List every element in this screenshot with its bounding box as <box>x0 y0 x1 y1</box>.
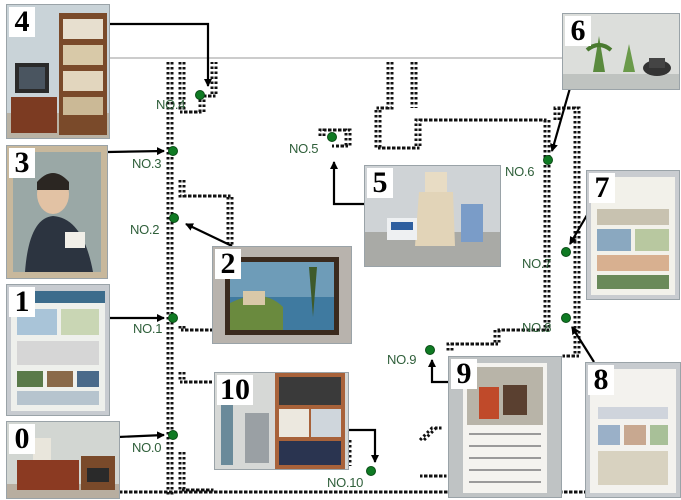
wall-segment <box>178 372 216 384</box>
photo-3-poster: 3 <box>6 145 108 279</box>
waypoint-1 <box>168 313 178 323</box>
wall-dots-inner <box>182 326 216 332</box>
arrow-photo-3 <box>107 147 165 156</box>
wall-dots-outer <box>178 62 214 114</box>
photo-number: 2 <box>215 249 241 279</box>
waypoint-label-2: NO.2 <box>130 222 160 237</box>
arrow-photo-4 <box>108 22 212 87</box>
arrow-photo-2 <box>185 223 233 247</box>
wall-dots-inner <box>378 62 551 352</box>
wall-segment <box>410 62 418 108</box>
info-poster-illustration <box>7 285 109 415</box>
wall-segment <box>178 180 234 248</box>
photo-0-counter: 0 <box>6 421 120 499</box>
photo-5-desk-items: 5 <box>364 165 501 267</box>
wall-segment <box>178 452 216 492</box>
photo-number: 1 <box>9 287 35 317</box>
wall-dots-outer <box>418 426 440 442</box>
waypoint-3 <box>168 146 178 156</box>
waypoint-label-1: NO.1 <box>133 321 163 336</box>
arrow-photo-8 <box>571 326 595 363</box>
waypoint-9 <box>425 345 435 355</box>
photo-6-plants: 6 <box>562 13 680 90</box>
wall-segment <box>374 62 551 352</box>
wall-dots-inner <box>557 106 581 358</box>
calendar-illustration <box>449 357 561 497</box>
waypoint-5 <box>327 132 337 142</box>
wall-dots-outer <box>178 180 230 248</box>
photo-number: 4 <box>9 7 35 37</box>
photo-number: 10 <box>217 375 253 405</box>
arrow-photo-6 <box>550 87 572 152</box>
waypoint-0 <box>168 430 178 440</box>
wall-segment <box>418 426 444 442</box>
waypoint-2 <box>169 213 179 223</box>
wall-dots-inner <box>182 452 216 492</box>
waypoint-4 <box>195 90 205 100</box>
photo-8-info-poster: 8 <box>585 362 681 498</box>
wall-dots-inner <box>182 62 218 114</box>
wall-dots-inner <box>422 426 444 442</box>
waypoint-label-9: NO.9 <box>387 352 417 367</box>
wall-segment <box>166 62 174 496</box>
photo-number: 0 <box>9 424 35 454</box>
waypoint-label-8: NO.8 <box>522 320 552 335</box>
wall-segment <box>178 326 216 332</box>
storage-shelf-illustration <box>215 373 348 469</box>
photo-1-info-poster: 1 <box>6 284 110 416</box>
photo-number: 7 <box>589 173 615 203</box>
tv-bookshelf-illustration <box>7 5 109 138</box>
plants-illustration <box>563 14 679 89</box>
photo-9-calendar: 9 <box>448 356 562 498</box>
wall-segment <box>553 106 581 358</box>
photo-number: 8 <box>588 365 614 395</box>
info-poster-illustration <box>587 171 679 299</box>
photo-2-painting: 2 <box>212 246 352 344</box>
waypoint-label-5: NO.5 <box>289 141 319 156</box>
painting-illustration <box>213 247 351 343</box>
wall-segment <box>318 128 352 148</box>
photo-number: 3 <box>9 148 35 178</box>
photo-number: 5 <box>367 168 393 198</box>
waypoint-label-0: NO.0 <box>132 440 162 455</box>
waypoint-label-10: NO.10 <box>327 475 364 490</box>
photo-number: 6 <box>565 16 591 46</box>
arrow-photo-10 <box>347 428 379 463</box>
wall-dots-outer <box>318 128 348 148</box>
waypoint-6 <box>543 155 553 165</box>
wall-dots-inner <box>322 128 352 148</box>
photo-7-info-poster: 7 <box>586 170 680 300</box>
photo-4-tv-bookshelf: 4 <box>6 4 110 139</box>
photo-10-storage-shelf: 10 <box>214 372 349 470</box>
waypoint-label-7: NO.7 <box>522 256 552 271</box>
wall-dots-inner <box>182 372 216 384</box>
waypoint-label-6: NO.6 <box>505 164 535 179</box>
photo-number: 9 <box>451 359 477 389</box>
waypoint-label-4: NO.4 <box>156 97 186 112</box>
arrow-photo-9 <box>428 359 448 384</box>
arrow-photo-5 <box>330 161 364 206</box>
wall-dots-inner <box>182 180 234 248</box>
waypoint-label-3: NO.3 <box>132 156 162 171</box>
waypoint-7 <box>561 247 571 257</box>
arrow-photo-0 <box>117 431 165 440</box>
waypoint-10 <box>366 466 376 476</box>
wall-segment <box>178 62 218 114</box>
waypoint-8 <box>561 313 571 323</box>
